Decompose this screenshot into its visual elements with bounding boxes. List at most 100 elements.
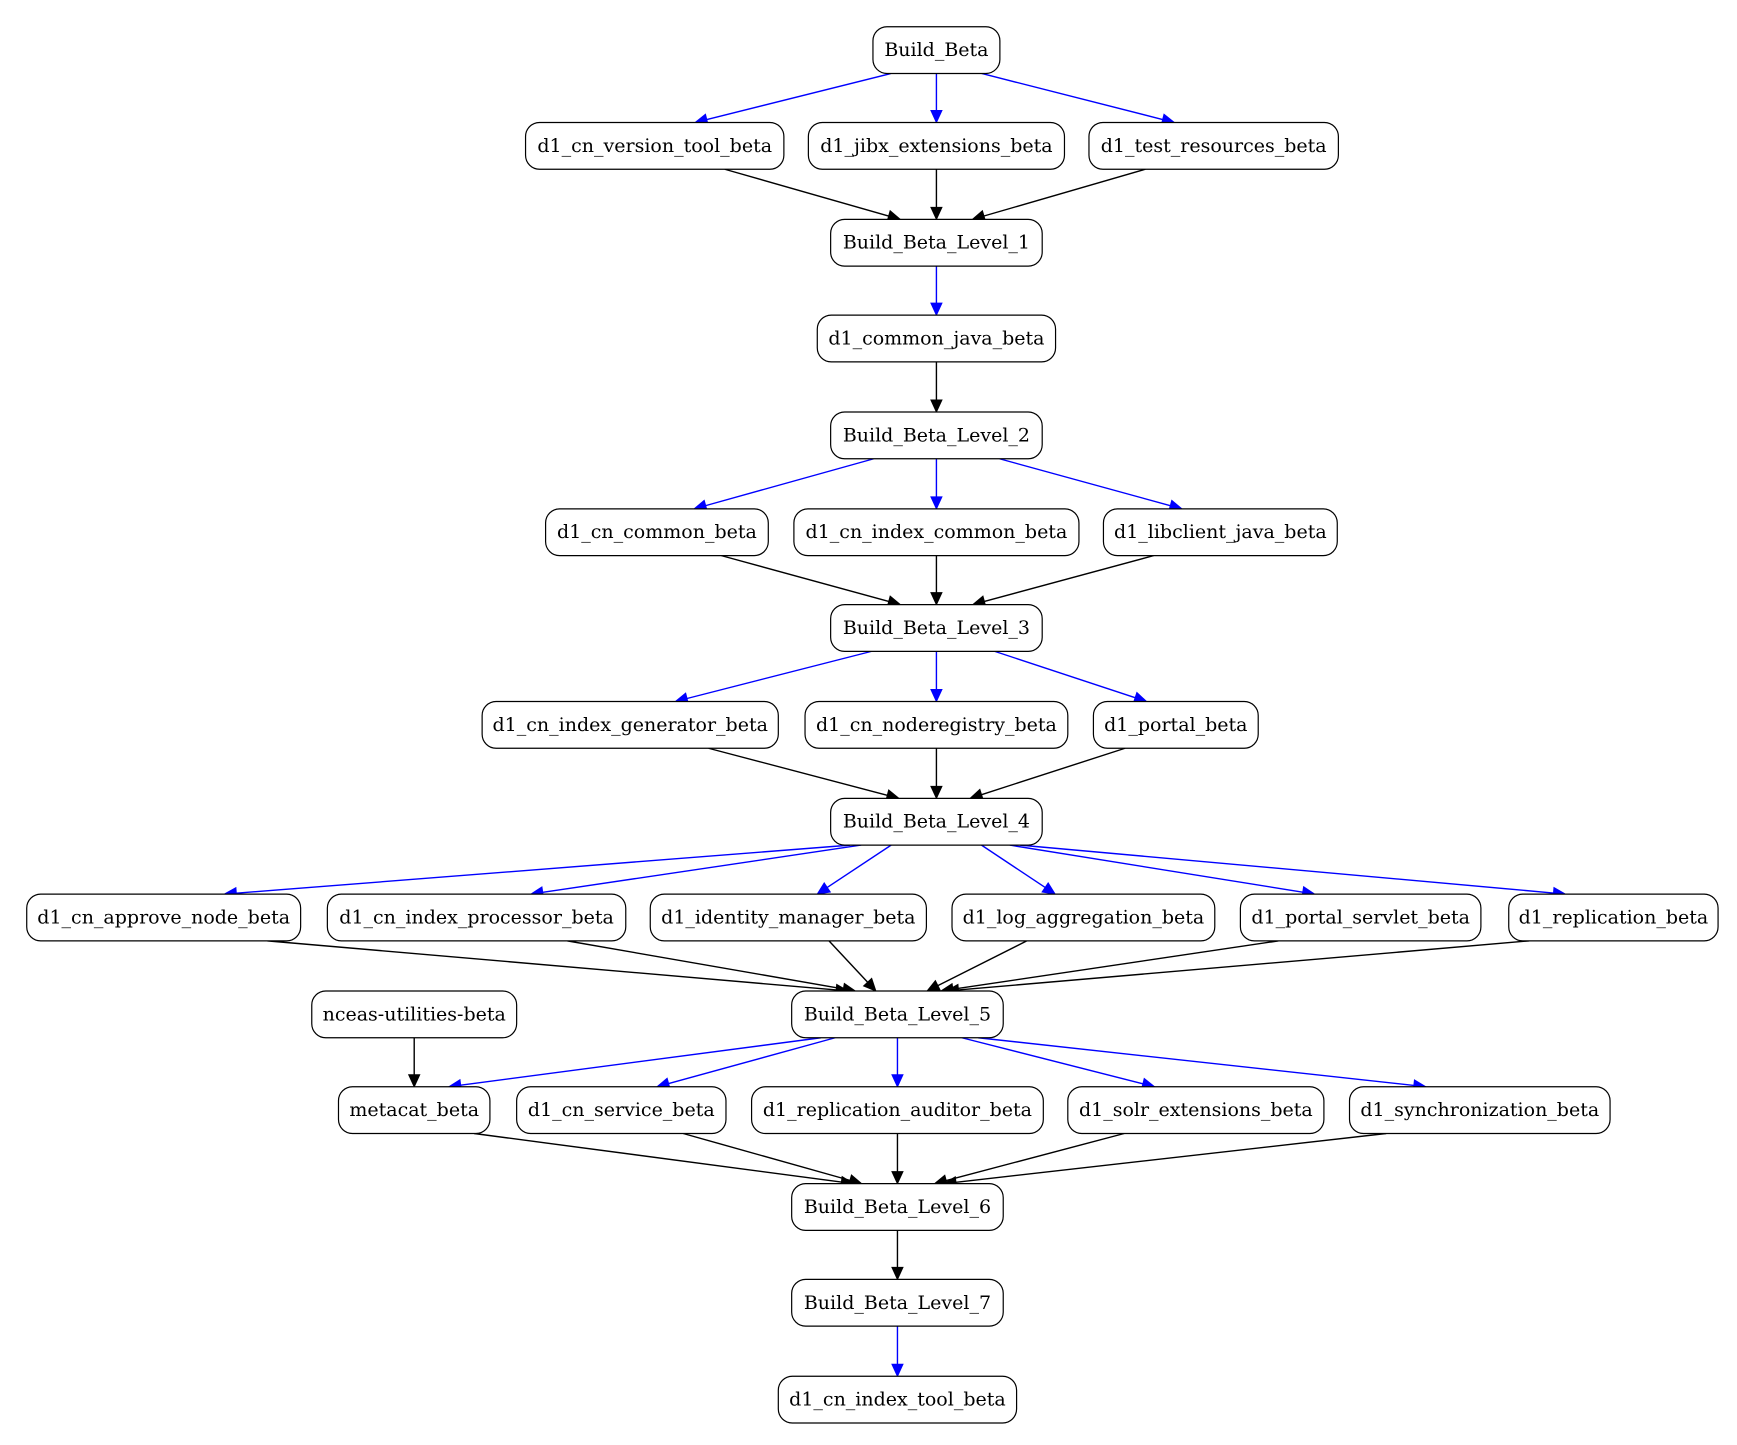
edge-nceas_utilities_beta-to-metacat_beta (407, 1037, 421, 1088)
node-box (951, 893, 1216, 942)
edge-line (828, 940, 869, 983)
edge-build_beta_level_3-to-d1_portal_beta (994, 650, 1148, 704)
edge-build_beta_level_3-to-d1_cn_noderegistry_beta (930, 651, 943, 703)
node-box (777, 1375, 1018, 1424)
edge-build_beta_level_4-to-d1_portal_servlet_beta (1009, 844, 1316, 899)
node-label: d1_log_aggregation_beta (963, 906, 1205, 928)
edge-d1_cn_noderegistry_beta-to-build_beta_level_4 (930, 748, 943, 800)
node-label: metacat_beta (349, 1099, 479, 1121)
edge-line (542, 844, 862, 894)
edge-line (981, 72, 1163, 121)
edge-build_beta_level_2-to-d1_libclient_java_beta (999, 458, 1184, 512)
edge-d1_log_aggregation_beta-to-build_beta_level_5 (926, 940, 1028, 992)
edge-line (236, 844, 851, 894)
node-box (791, 1183, 1004, 1231)
node-box (791, 990, 1004, 1039)
edge-d1_cn_version_tool_beta-to-build_beta_level_1 (724, 168, 902, 222)
edge-line (474, 1132, 842, 1183)
edges-layer (223, 72, 1567, 1378)
edge-build_beta-to-d1_jibx_extensions_beta (930, 73, 943, 124)
edge-d1_cn_service_beta-to-build_beta_level_6 (683, 1132, 863, 1187)
edge-line (994, 650, 1136, 699)
edge-build_beta_level_5-to-d1_cn_service_beta (655, 1037, 836, 1090)
node-d1-common-java-beta: d1_common_java_beta (816, 314, 1057, 363)
edge-arrowhead (407, 1074, 421, 1088)
node-box (649, 893, 927, 942)
node-box (1508, 893, 1719, 942)
node-d1-portal-beta: d1_portal_beta (1092, 700, 1259, 749)
edge-build_beta_level_4-to-d1_identity_manager_beta (816, 844, 892, 895)
edge-d1_cn_index_generator_beta-to-build_beta_level_4 (708, 747, 901, 802)
node-label: d1_cn_index_processor_beta (339, 906, 614, 928)
edge-d1_cn_common_beta-to-build_beta_level_3 (721, 554, 902, 608)
edge-d1_test_resources_beta-to-build_beta_level_1 (971, 168, 1146, 222)
edge-build_beta_level_4-to-d1_cn_index_processor_beta (529, 844, 862, 899)
edge-line (961, 1037, 1144, 1085)
node-box (791, 1278, 1004, 1327)
node-build-beta-level-7: Build_Beta_Level_7 (791, 1278, 1004, 1327)
node-box (544, 508, 769, 557)
edge-build_beta_level_2-to-d1_cn_common_beta (692, 458, 874, 512)
edge-arrowhead (930, 109, 943, 124)
edge-d1_cn_index_processor_beta-to-build_beta_level_5 (567, 940, 857, 996)
edge-line (946, 1132, 1125, 1182)
edge-line (724, 168, 889, 217)
node-box (1102, 508, 1338, 557)
node-box (816, 314, 1057, 363)
node-build-beta-level-6: Build_Beta_Level_6 (791, 1183, 1004, 1231)
edge-arrowhead (891, 1266, 904, 1281)
node-label: d1_cn_common_beta (557, 521, 757, 543)
node-label: d1_cn_index_generator_beta (493, 714, 768, 736)
node-box (481, 700, 779, 749)
node-d1-cn-index-processor-beta: d1_cn_index_processor_beta (326, 893, 627, 942)
node-build-beta: Build_Beta (872, 26, 1001, 75)
edge-d1_cn_approve_node_beta-to-build_beta_level_5 (267, 940, 850, 997)
node-label: Build_Beta_Level_3 (843, 617, 1030, 639)
node-box (1092, 700, 1259, 749)
node-label: d1_replication_beta (1519, 906, 1709, 928)
node-d1-cn-noderegistry-beta: d1_cn_noderegistry_beta (804, 700, 1069, 749)
node-d1-log-aggregation-beta: d1_log_aggregation_beta (951, 893, 1216, 942)
node-d1-test-resources-beta: d1_test_resources_beta (1088, 121, 1339, 170)
node-label: d1_portal_beta (1104, 714, 1247, 736)
node-build-beta-level-3: Build_Beta_Level_3 (830, 604, 1043, 652)
node-label: Build_Beta_Level_6 (804, 1196, 991, 1218)
edge-build_beta_level_5-to-d1_solr_extensions_beta (961, 1037, 1156, 1090)
node-d1-cn-index-common-beta: d1_cn_index_common_beta (793, 508, 1080, 557)
edge-build_beta-to-d1_test_resources_beta (981, 72, 1176, 126)
node-label: d1_solr_extensions_beta (1079, 1099, 1313, 1121)
node-box (516, 1086, 727, 1135)
edge-line (1009, 844, 1303, 893)
node-label: d1_replication_auditor_beta (763, 1099, 1032, 1121)
node-box (872, 26, 1001, 75)
edge-line (683, 1132, 851, 1182)
edge-arrowhead (891, 1074, 904, 1088)
node-box (830, 218, 1043, 267)
node-box (807, 121, 1066, 170)
edge-line (981, 747, 1126, 796)
edge-metacat_beta-to-build_beta_level_6 (474, 1132, 855, 1189)
edge-line (706, 72, 892, 121)
node-d1-cn-service-beta: d1_cn_service_beta (516, 1086, 727, 1135)
edge-line (567, 940, 844, 990)
node-d1-cn-index-tool-beta: d1_cn_index_tool_beta (777, 1375, 1018, 1424)
node-label: d1_cn_service_beta (528, 1099, 715, 1121)
edge-line (1020, 844, 1554, 894)
node-box (311, 990, 518, 1039)
edge-arrowhead (891, 1171, 904, 1185)
node-d1-libclient-java-beta: d1_libclient_java_beta (1102, 508, 1338, 557)
edge-build_beta_level_5-to-metacat_beta (447, 1037, 822, 1092)
edge-arrowhead (930, 206, 943, 221)
node-label: d1_cn_noderegistry_beta (816, 714, 1057, 736)
edge-line (978, 1037, 1414, 1087)
edge-arrowhead (862, 977, 877, 992)
node-build-beta-level-1: Build_Beta_Level_1 (830, 218, 1043, 267)
edge-line (999, 458, 1171, 507)
node-label: d1_jibx_extensions_beta (820, 135, 1052, 157)
node-label: d1_common_java_beta (828, 327, 1044, 349)
edge-d1_replication_beta-to-build_beta_level_5 (945, 940, 1530, 997)
edge-arrowhead (816, 881, 832, 895)
node-label: d1_portal_servlet_beta (1251, 906, 1470, 928)
edge-build_beta_level_2-to-d1_cn_index_common_beta (930, 458, 943, 511)
node-label: d1_cn_index_tool_beta (789, 1389, 1006, 1411)
